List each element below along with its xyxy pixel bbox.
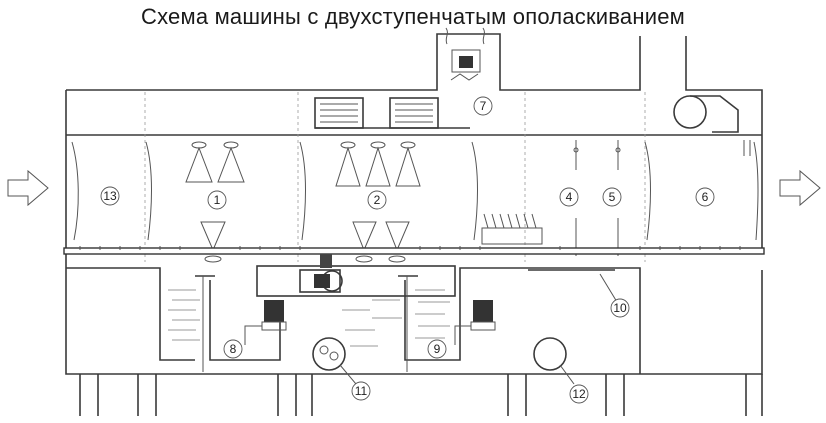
entry-arrow [7, 169, 49, 207]
machine-legs [79, 374, 763, 416]
curtains [71, 141, 759, 241]
callout-10: 10 [599, 273, 630, 318]
upper-sprays-zone2 [335, 141, 421, 187]
label-8: 8 [230, 342, 237, 356]
dryer-blower [673, 95, 751, 156]
exhaust-fan-unit [445, 27, 485, 81]
label-7: 7 [480, 99, 487, 113]
label-12: 12 [572, 387, 586, 401]
callout-11: 11 [339, 364, 371, 401]
heater-12 [533, 337, 567, 371]
callout-1: 1 [207, 190, 227, 210]
label-6: 6 [702, 190, 709, 204]
diagram-title: Схема машины с двухступенчатым ополаскив… [141, 4, 685, 29]
zone-separators [144, 92, 646, 262]
label-2: 2 [374, 193, 381, 207]
pump-9 [454, 300, 496, 345]
water-level-lines [168, 289, 450, 347]
lower-sprays [200, 221, 410, 263]
exit-arrow [779, 169, 821, 207]
label-11: 11 [355, 384, 368, 398]
upper-sprays-zone1 [185, 141, 245, 183]
pump-8 [244, 300, 287, 345]
callout-9: 9 [427, 339, 447, 359]
label-10: 10 [613, 301, 627, 315]
label-9: 9 [434, 342, 441, 356]
callout-7: 7 [473, 96, 493, 116]
label-1: 1 [214, 193, 221, 207]
heater-11 [312, 337, 346, 371]
callout-13: 13 [100, 186, 120, 206]
machine-housing [66, 33, 641, 91]
conveyor-belt [63, 246, 765, 255]
callout-5: 5 [602, 187, 622, 207]
label-5: 5 [609, 190, 616, 204]
rinse-nozzles [573, 140, 621, 256]
wash-tanks [65, 262, 763, 375]
filter-blocks [314, 97, 470, 129]
plate-rack [481, 213, 543, 245]
label-4: 4 [566, 190, 573, 204]
callout-4: 4 [559, 187, 579, 207]
callout-8: 8 [223, 339, 243, 359]
callout-12: 12 [559, 364, 589, 404]
callout-6: 6 [695, 187, 715, 207]
label-13: 13 [103, 189, 117, 203]
callout-2: 2 [367, 190, 387, 210]
conveyor-drive-motor [256, 254, 456, 297]
